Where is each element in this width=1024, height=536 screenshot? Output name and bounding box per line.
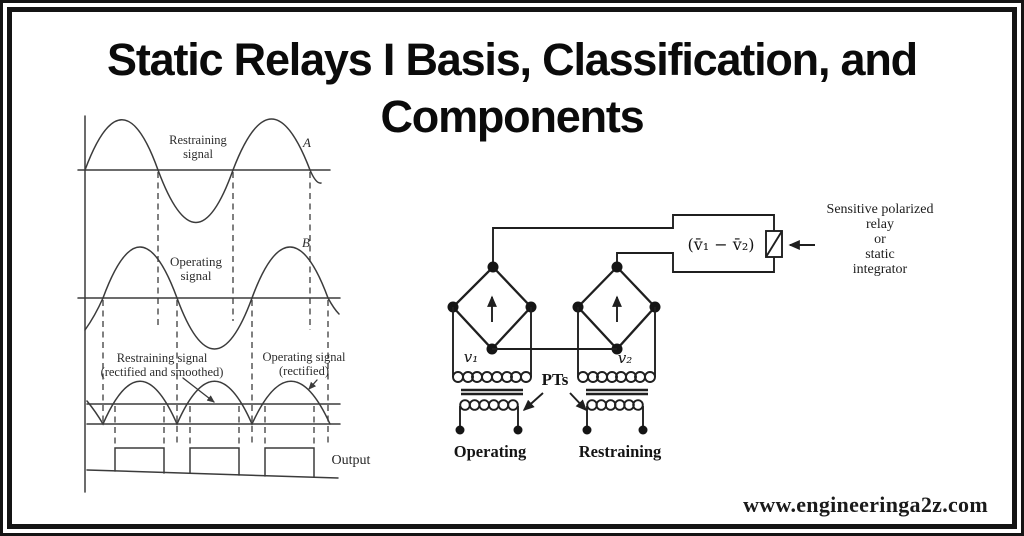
page-title: Static Relays I Basis, Classification, a…	[12, 31, 1012, 145]
pt-left-primary-coil	[459, 399, 519, 411]
title-line-1: Static Relays I Basis, Classification, a…	[107, 34, 918, 85]
difference-voltage-label: (v̄₁ − v̄₂)	[688, 235, 755, 254]
rectified-operating-label-2: (rectified)	[279, 364, 329, 378]
diagram-canvas: Restraining signal A Operating signal B …	[77, 115, 815, 493]
relay-note: Sensitive polarized relay or static inte…	[826, 202, 934, 277]
rectified-restraining-label-1: Restraining signal	[117, 351, 208, 365]
wave-marker-a: A	[302, 135, 311, 150]
operating-signal-label-2: signal	[180, 268, 211, 283]
waveform-diagram: Restraining signal A Operating signal B …	[77, 115, 371, 493]
website-watermark: www.engineeringa2z.com	[743, 492, 988, 517]
bridge-right	[572, 261, 661, 355]
comparator-circuit: (v̄₁ − v̄₂)	[447, 214, 815, 461]
operating-pointer-arrow	[308, 379, 318, 390]
restraining-signal-label-2: signal	[183, 147, 213, 161]
relay-element	[765, 230, 783, 258]
restraining-pointer-arrow	[182, 377, 215, 403]
wave-marker-b: B	[302, 235, 310, 250]
bridge-left	[447, 261, 537, 355]
pts-label: PTs	[542, 370, 569, 389]
pt-right-primary-coil	[586, 399, 644, 411]
restraining-signal-label-1: Restraining	[169, 133, 227, 147]
v1-label: v₁	[464, 348, 479, 366]
output-label: Output	[332, 453, 371, 468]
operating-winding-label: Operating	[454, 442, 527, 461]
pts-arrow-left	[522, 392, 544, 412]
rectified-humps	[86, 380, 331, 426]
relay-loop-bottom-wire	[616, 252, 775, 273]
relay-loop-top-wire	[492, 214, 775, 267]
pts-arrow-right	[569, 392, 588, 412]
v2-label: v₂	[618, 349, 633, 367]
restraining-winding-label: Restraining	[579, 442, 662, 461]
rectified-restraining-label-2: (rectified and smoothed)	[101, 365, 224, 379]
rectified-operating-label-1: Operating signal	[263, 350, 346, 364]
title-line-2: Components	[380, 91, 645, 142]
inner-border-frame: Static Relays I Basis, Classification, a…	[7, 7, 1017, 529]
operating-wave	[84, 246, 340, 350]
dashed-guides	[102, 172, 329, 448]
pt-right	[577, 307, 656, 435]
output-pulses	[86, 447, 339, 479]
pt-right-secondary-coil	[577, 371, 656, 383]
restraining-wave	[84, 118, 322, 224]
pt-left	[452, 307, 532, 435]
pt-left-secondary-coil	[452, 371, 532, 383]
operating-signal-label-1: Operating	[170, 254, 222, 269]
